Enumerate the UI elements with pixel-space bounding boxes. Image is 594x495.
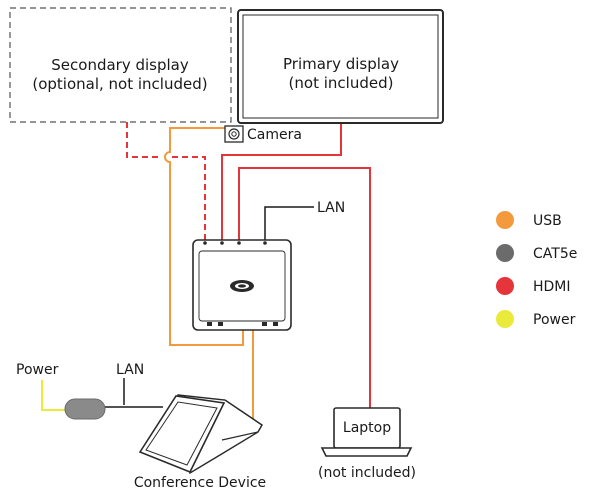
hub-port (262, 322, 267, 326)
hub-port (237, 241, 241, 245)
power-label: Power (16, 362, 59, 378)
hub-lan-cable (264, 206, 314, 240)
hub-port (263, 241, 267, 245)
conference-lan-label: LAN (116, 362, 144, 378)
laptop: Laptop (not included) (318, 407, 416, 481)
conference-device: Conference Device (134, 394, 266, 491)
secondary-display-label: Secondary display (51, 56, 189, 74)
secondary-display: Secondary display (optional, not include… (9, 7, 232, 123)
legend-label-hdmi: HDMI (533, 279, 571, 295)
primary-display-label: Primary display (283, 55, 399, 73)
primary-display-note: (not included) (289, 74, 394, 92)
laptop-note: (not included) (318, 465, 416, 481)
laptop-hdmi-cable (238, 167, 371, 408)
camera: Camera (224, 125, 302, 143)
legend-swatch-hdmi (496, 277, 514, 295)
hub (192, 239, 292, 331)
legend-label-power: Power (533, 312, 576, 328)
laptop-label: Laptop (343, 420, 391, 436)
hub-lan-label: LAN (317, 200, 345, 216)
hub-port (218, 322, 223, 326)
camera-label: Camera (247, 127, 302, 143)
power-adapter (64, 398, 106, 420)
legend-item-usb: USB (496, 211, 562, 229)
hub-port (203, 241, 207, 245)
primary-display: Primary display (not included) (237, 9, 444, 124)
conference-device-lan-cable (104, 378, 163, 408)
hub-logo-icon (230, 280, 254, 292)
secondary-display-hdmi-cable (126, 122, 206, 240)
legend-swatch-cat5e (496, 244, 514, 262)
legend-label-cat5e: CAT5e (533, 246, 577, 262)
legend-item-power: Power (496, 310, 576, 328)
hub-port (207, 322, 212, 326)
hub-port (220, 241, 224, 245)
legend-item-cat5e: CAT5e (496, 244, 577, 262)
legend-label-usb: USB (533, 213, 562, 229)
legend-item-hdmi: HDMI (496, 277, 571, 295)
conference-device-label: Conference Device (134, 475, 266, 491)
secondary-display-note: (optional, not included) (32, 75, 207, 93)
camera-icon (224, 125, 244, 143)
primary-display-hdmi-cable (221, 123, 342, 240)
power-cable (41, 380, 66, 411)
hub-port (273, 322, 278, 326)
legend-swatch-power (496, 310, 514, 328)
legend-swatch-usb (496, 211, 514, 229)
legend: USB CAT5e HDMI Power (496, 211, 577, 328)
camera-usb-cable (164, 127, 244, 346)
